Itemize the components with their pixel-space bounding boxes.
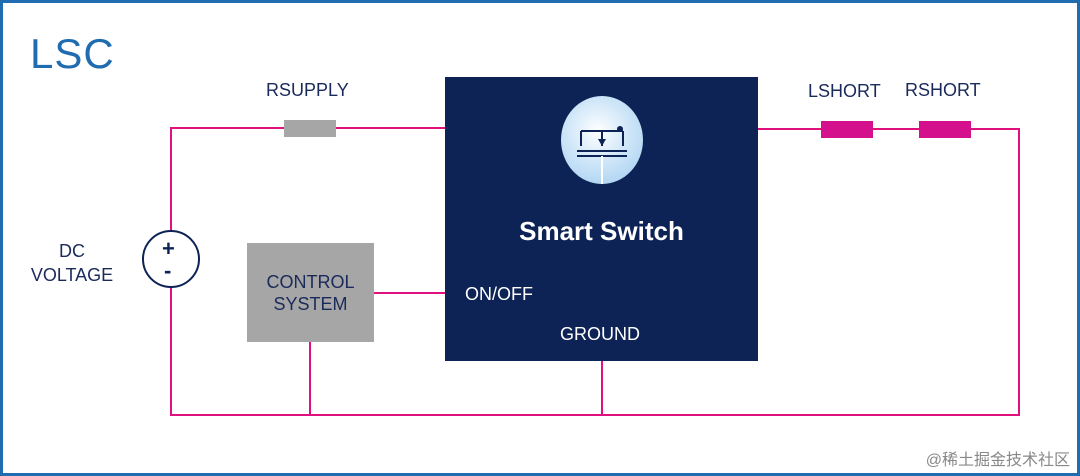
dc-label-line1: DC [59,241,85,261]
ground-label: GROUND [560,324,640,344]
rsupply-label: RSUPPLY [266,80,349,100]
wire-control-to-ground [309,342,311,415]
control-label-line2: SYSTEM [273,294,348,314]
dc-voltage-source [142,230,200,288]
wire-control-to-onoff [374,292,446,294]
on-off-label: ON/OFF [465,284,533,304]
watermark: @稀土掘金技术社区 [925,452,1070,469]
wire-rshort-right [970,128,1020,130]
dc-plus-sign: + [162,236,175,261]
rshort-resistor [919,121,971,138]
wire-right-vertical [1018,128,1020,416]
dc-minus-sign: - [164,258,172,283]
wire-left-vertical-top [170,127,172,232]
wire-lshort-to-rshort [872,128,920,130]
mosfet-icon [561,96,643,184]
control-label-line1: CONTROL [266,272,355,292]
mosfet-symbol [577,126,627,184]
dc-label-line2: VOLTAGE [30,265,114,285]
smart-switch-title: Smart Switch [519,216,684,246]
diagram-title: LSC [30,30,115,77]
lshort-inductor [821,121,873,138]
control-system-box [247,243,374,342]
control-system-label: CONTROL SYSTEM [247,271,374,315]
wire-bottom [170,414,1020,416]
wire-switch-ground [601,361,603,415]
lshort-label: LSHORT [808,81,881,101]
wire-left-vertical-bottom [170,286,172,416]
wire-top-left [170,127,286,129]
dc-voltage-label: DC VOLTAGE [22,239,122,287]
rsupply-resistor [284,120,336,137]
rshort-label: RSHORT [905,80,981,100]
